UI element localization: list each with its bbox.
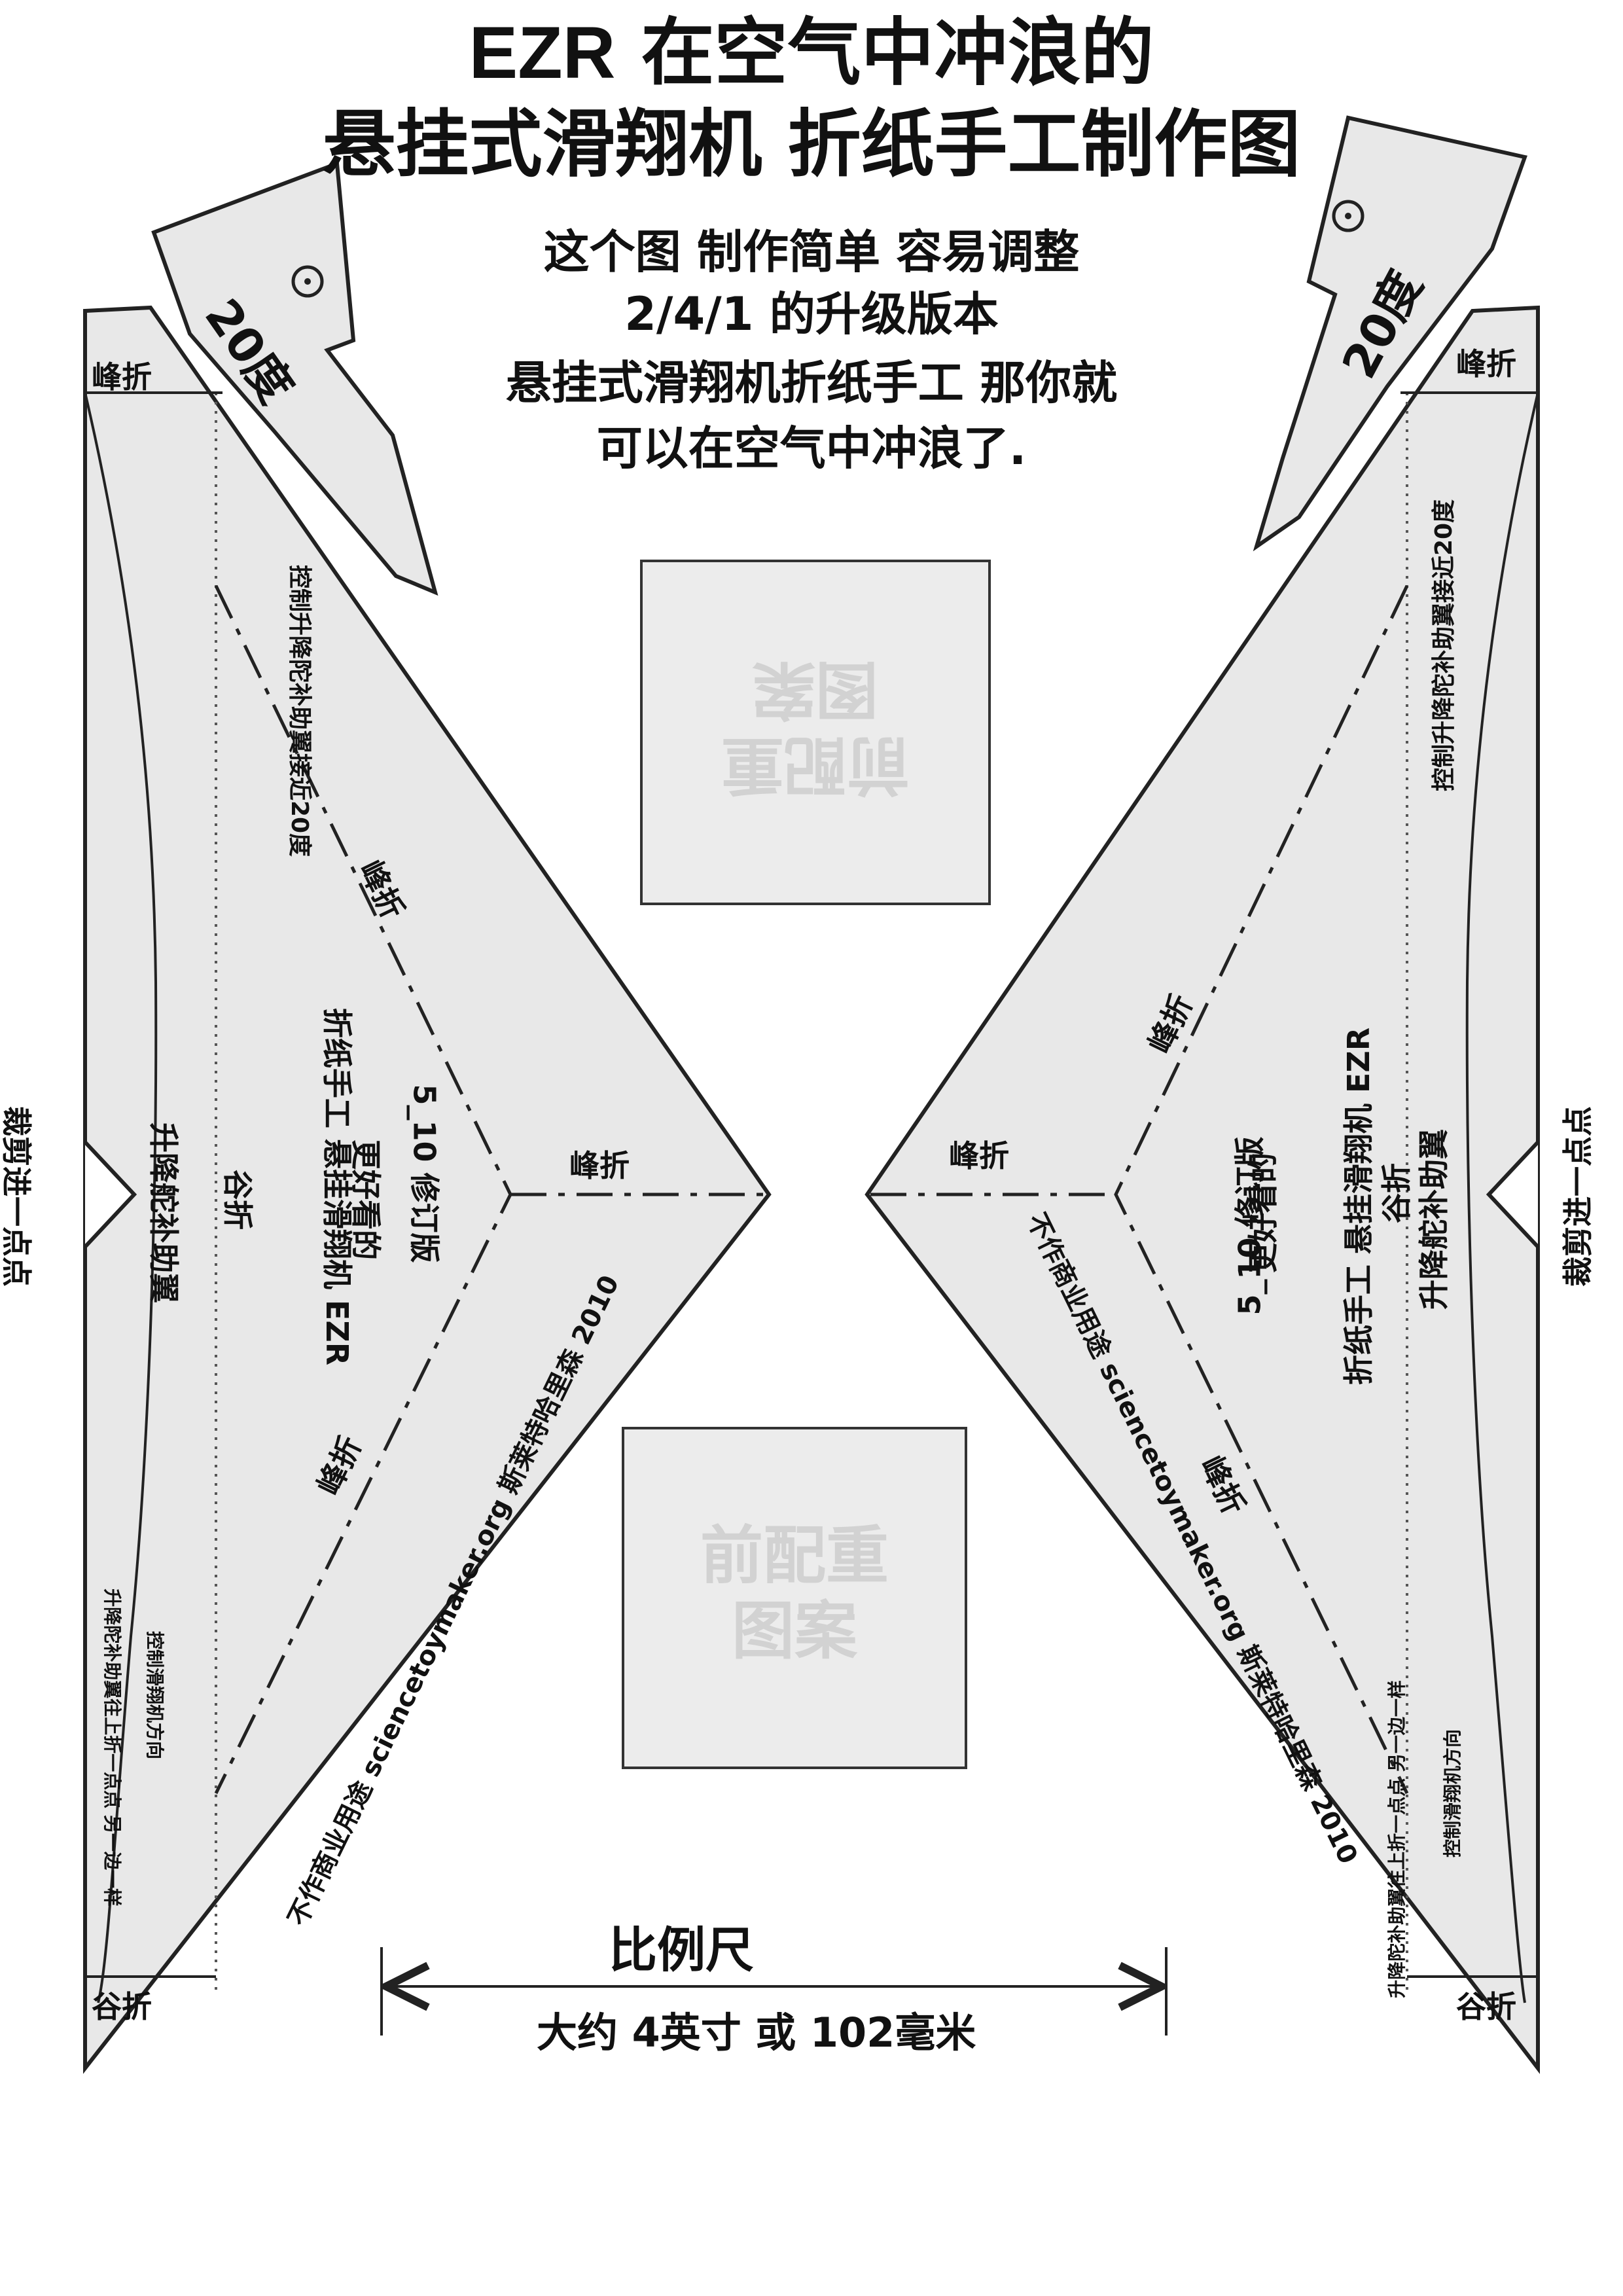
right-steer-line2: 控制滑翔机方向 [1442, 1729, 1464, 1858]
left-steer-line2: 控制滑翔机方向 [144, 1630, 166, 1760]
top-ballast-pad [640, 560, 991, 905]
right-fin-target-icon [1332, 200, 1364, 232]
right-center-mountain-fold-label: 峰折 [949, 1138, 1009, 1174]
bottom-ballast-pad [622, 1427, 967, 1769]
left-elevon-label: 升降舵补助翼 [146, 1122, 181, 1303]
left-top-mountain-fold-label: 峰折 [92, 359, 152, 395]
left-fin-target-dot [304, 278, 311, 285]
left-elevator-control-label: 控制升降陀补助翼接近20度 [286, 564, 313, 857]
right-tail-fin [1253, 115, 1527, 552]
top-ballast-pad-label: 前配重 图案 [640, 651, 991, 802]
subtitle-line-2: 2/4/1 的升级版本 [624, 287, 999, 341]
scale-bar [380, 1947, 1168, 2036]
bottom-ballast-pad-label: 前配重 图案 [622, 1518, 967, 1669]
left-version-line3: 折纸手工 悬挂滑翔机 EZR [319, 1007, 355, 1366]
left-steer-line1: 升降陀补助翼往上折一点点 另一边一样 [101, 1588, 123, 1907]
right-wing-mountain-fold-line [1114, 584, 1409, 1795]
right-wing-edge-curve [1465, 392, 1539, 2003]
left-version-line1: 5_10 修订版 [406, 1084, 442, 1263]
right-bottom-valley-fold-label: 谷折 [1456, 1989, 1516, 2024]
left-wing-outline [83, 305, 772, 2074]
right-steer-line1: 升降陀补助翼往上折一点点 另一边一样 [1385, 1680, 1408, 1998]
subtitle-line-3: 悬挂式滑翔机折纸手工 那你就 [505, 356, 1118, 410]
left-center-mountain-fold-label: 峰折 [569, 1148, 630, 1183]
right-top-mountain-fold-label: 峰折 [1456, 346, 1516, 382]
brand-name: EZR [469, 12, 616, 94]
bottom-pad-label-line1: 前配重 [700, 1519, 889, 1592]
bottom-pad-label-line2: 图案 [732, 1594, 857, 1668]
left-wing [83, 305, 772, 2074]
left-bottom-valley-fold-label: 谷折 [92, 1989, 152, 2024]
left-wing-edge-curve [84, 392, 158, 2003]
subtitle-line-1: 这个图 制作简单 容易调整 [543, 225, 1080, 279]
page-title-line2: 悬挂式滑翔机 折纸手工制作图 [322, 102, 1301, 187]
right-wing-outline [865, 305, 1540, 2074]
right-wing [865, 305, 1540, 2074]
title-line1-text: 在空气中冲浪的 [641, 10, 1154, 96]
left-cut-notch [83, 1140, 137, 1249]
right-version-line2: 更好看的 [1245, 1153, 1281, 1273]
right-cut-in-label: 裁剪进一点点 [1560, 1106, 1596, 1287]
left-valley-fold-label: 谷折 [220, 1170, 255, 1230]
top-pad-label-line1: 前配重 [721, 728, 910, 802]
right-version-line3: 折纸手工 悬挂滑翔机 EZR [1341, 1027, 1377, 1386]
subtitle-line-4: 可以在空气中冲浪了. [596, 422, 1027, 475]
right-fin-target-dot [1345, 213, 1351, 219]
left-fin-outline [151, 160, 438, 596]
right-elevator-control-label: 控制升降陀补助翼接近20度 [1431, 499, 1458, 792]
right-cut-notch [1486, 1140, 1540, 1249]
top-pad-label-line2: 图案 [753, 653, 878, 726]
left-tail-fin [151, 160, 438, 596]
right-fin-outline [1253, 115, 1527, 552]
scale-label: 比例尺 [609, 1922, 754, 1979]
page-title-line1: EZR 在空气中冲浪的 [0, 16, 1623, 90]
right-elevon-label: 升降舵补助翼 [1416, 1129, 1452, 1310]
scale-value: 大约 4英寸 或 102毫米 [537, 2009, 976, 2056]
left-fin-target-icon [291, 265, 324, 298]
left-cut-in-label: 裁剪进一点点 [0, 1106, 34, 1287]
